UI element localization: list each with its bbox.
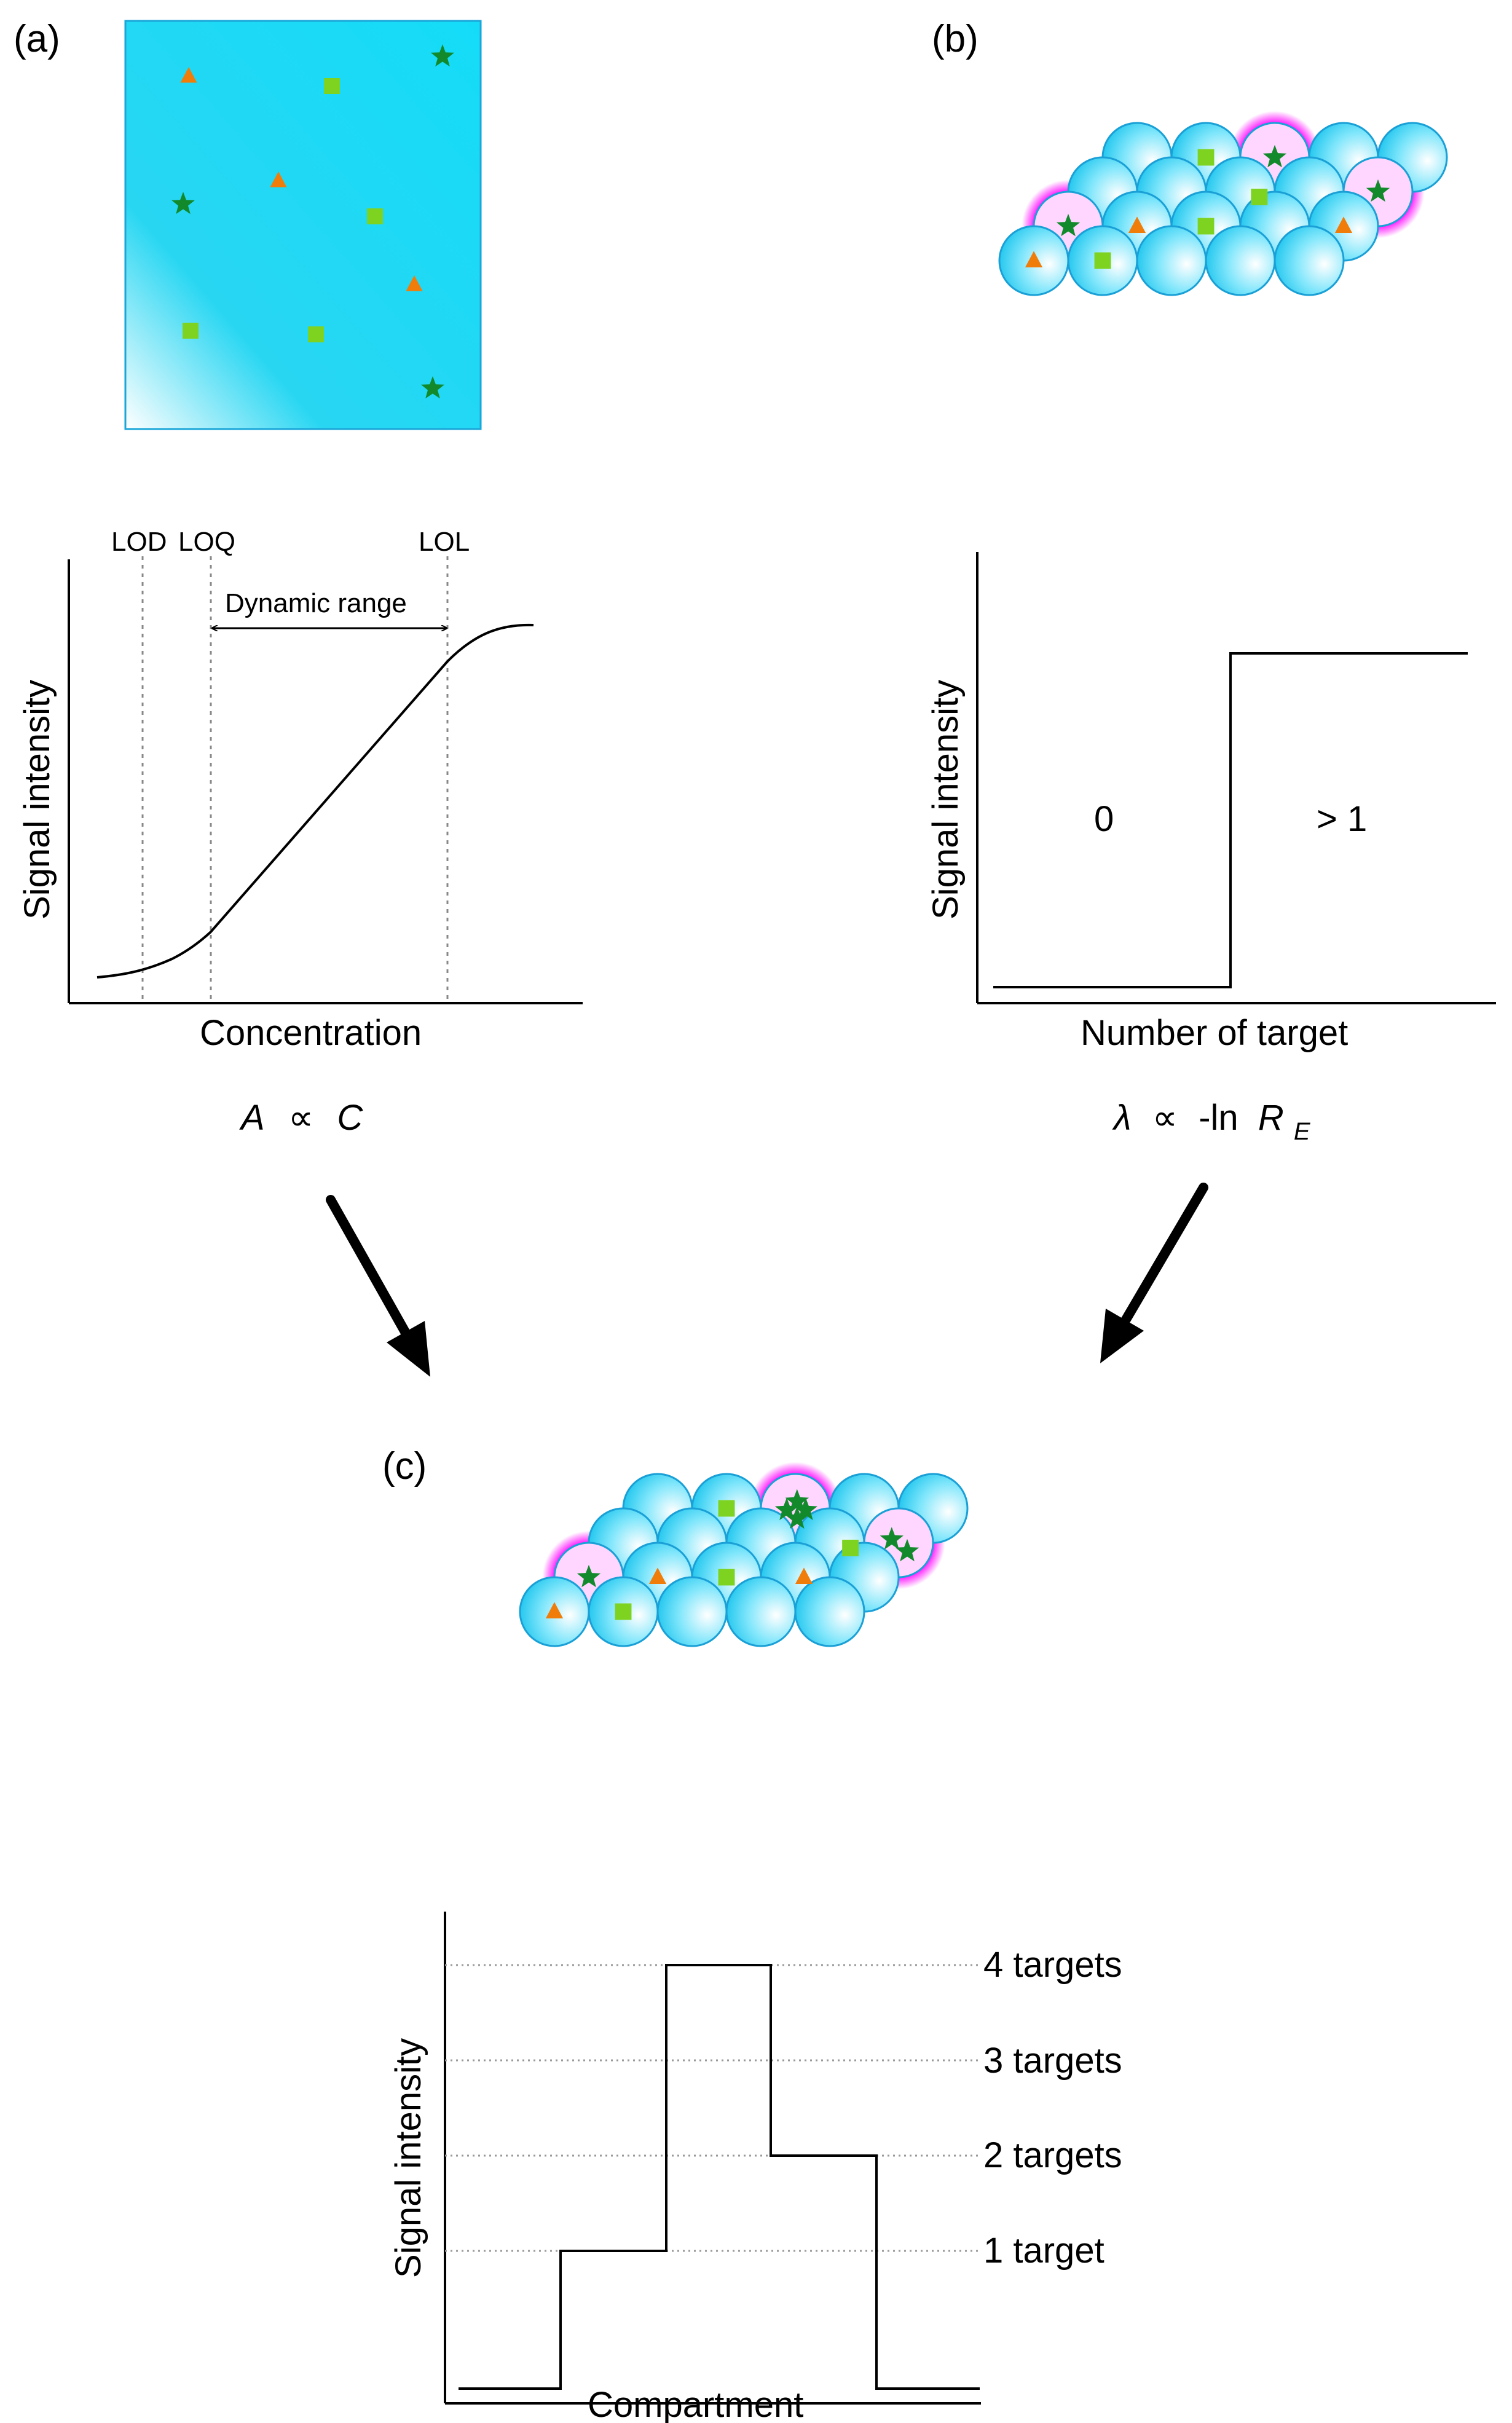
chart-a-x-label: Concentration <box>200 1013 422 1053</box>
square-icon <box>1094 252 1111 269</box>
bulk-molecules <box>171 44 454 399</box>
bulk-solution-box <box>124 20 482 430</box>
compartment-circle <box>656 1576 728 1647</box>
target-star-icon <box>895 1539 919 1562</box>
equation-a-rhs: C <box>337 1098 363 1138</box>
calibration-chart: LOD LOQ LOL Dynamic range Signal intensi… <box>17 527 583 1053</box>
panel-c-label: (c) <box>382 1445 427 1487</box>
multilevel-step-line <box>459 1964 980 2390</box>
digital-compartments-c <box>519 1462 969 1647</box>
target-star-icon <box>774 1497 799 1521</box>
chart-a-y-label: Signal intensity <box>17 680 57 920</box>
square-icon <box>324 78 340 94</box>
square-icon <box>615 1603 632 1620</box>
equation-a-op: ∝ <box>288 1098 313 1138</box>
target-star-icon <box>171 192 195 215</box>
triangle-icon <box>180 67 197 83</box>
equation-a: A ∝ C <box>239 1098 363 1138</box>
square-icon <box>1197 149 1215 166</box>
square-icon <box>1251 188 1268 205</box>
triangle-icon <box>1128 216 1146 233</box>
panel-b-label: (b) <box>932 18 978 60</box>
target-star-icon <box>793 1497 817 1521</box>
target-star-icon <box>880 1527 904 1550</box>
target-star-icon <box>1262 144 1287 168</box>
chart-b-y-label: Signal intensity <box>926 680 966 920</box>
compartment-circle <box>725 1576 797 1647</box>
chart-c-x-label: Compartment <box>588 2385 803 2423</box>
loq-label: LOQ <box>178 527 235 557</box>
equation-b-var: R <box>1258 1098 1284 1138</box>
chart-c-y-label: Signal intensity <box>388 2038 428 2278</box>
level-2-label: 2 targets <box>983 2135 1122 2175</box>
target-star-icon <box>1056 213 1081 237</box>
digital-compartments-b <box>998 111 1448 296</box>
arrow-b-to-c <box>1100 1183 1208 1363</box>
triangle-icon <box>545 1602 564 1618</box>
target-star-icon <box>431 44 454 67</box>
triangle-icon <box>406 275 423 291</box>
compartment-circle <box>1274 225 1345 296</box>
target-star-icon <box>1366 179 1390 202</box>
triangle-icon <box>795 1567 813 1584</box>
lod-label: LOD <box>111 527 167 557</box>
equation-b: λ ∝ -ln R E <box>1112 1098 1311 1145</box>
square-icon <box>842 1539 859 1556</box>
square-icon <box>183 323 199 339</box>
square-icon <box>367 208 383 224</box>
equation-b-rhs: -ln <box>1199 1098 1238 1138</box>
square-icon <box>718 1569 735 1586</box>
chart-b-x-label: Number of target <box>1081 1013 1348 1053</box>
triangle-icon <box>648 1567 667 1584</box>
equation-b-lhs: λ <box>1112 1098 1132 1138</box>
triangle-icon <box>270 171 287 187</box>
equation-b-op: ∝ <box>1152 1098 1178 1138</box>
target-star-icon <box>577 1564 601 1588</box>
multilevel-chart: 4 targets 3 targets 2 targets 1 target S… <box>388 1912 1122 2423</box>
region-zero-label: 0 <box>1094 799 1114 839</box>
compartment-circle <box>794 1576 865 1647</box>
level-3-label: 3 targets <box>983 2041 1122 2081</box>
square-icon <box>718 1500 735 1517</box>
lol-label: LOL <box>419 527 470 557</box>
compartment-circle <box>1136 225 1207 296</box>
equation-a-lhs: A <box>239 1098 265 1138</box>
square-icon <box>308 326 324 342</box>
region-positive-label: > 1 <box>1317 799 1367 839</box>
equation-b-sub: E <box>1294 1118 1311 1145</box>
digital-step-line <box>993 652 1468 988</box>
target-star-icon <box>421 376 444 399</box>
dynamic-range-label: Dynamic range <box>225 588 407 618</box>
triangle-icon <box>1334 216 1353 233</box>
level-1-label: 1 target <box>983 2231 1104 2271</box>
calibration-curve <box>96 623 534 979</box>
square-icon <box>1197 218 1215 235</box>
target-star-icon <box>785 1506 809 1529</box>
target-star-icon <box>785 1489 809 1512</box>
digital-chart: 0 > 1 Signal intensity Number of target <box>926 552 1496 1053</box>
arrow-a-to-c <box>326 1195 430 1377</box>
compartment-circle <box>1205 225 1276 296</box>
triangle-icon <box>1025 251 1043 267</box>
level-4-label: 4 targets <box>983 1945 1122 1985</box>
panel-a-label: (a) <box>14 18 60 60</box>
